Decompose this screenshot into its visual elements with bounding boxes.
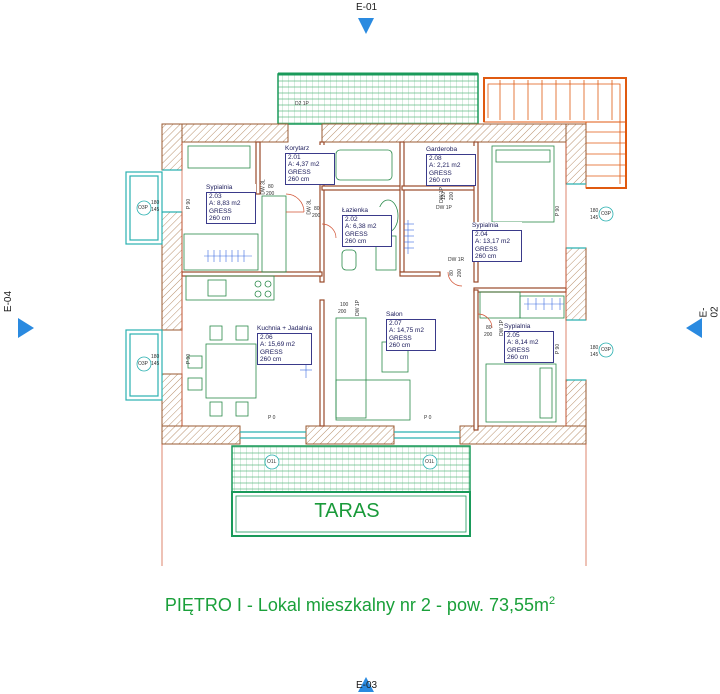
room-name: Sypialnia (206, 184, 233, 191)
dimension: 100 (340, 302, 349, 308)
dimension: 200 (338, 309, 347, 315)
elevation-label-right: E-02 (698, 306, 720, 318)
room-name: Kuchnia + Jadalnia (257, 325, 313, 332)
window-code: O1L (425, 459, 435, 465)
dimension: 145 (590, 352, 599, 358)
window-code: O3P (601, 347, 612, 353)
dimension: 120 (441, 191, 448, 201)
dimension: P 90 (186, 353, 193, 365)
dimension: 200 (266, 191, 275, 197)
elevation-label-bottom: E-03 (356, 680, 378, 691)
inner-walls (181, 141, 567, 431)
dimension: P 90 (555, 343, 562, 355)
terrace-label: TARAS (314, 500, 380, 522)
door-label: DW 1R (448, 257, 465, 263)
elevation-label-top: E-01 (356, 2, 378, 13)
door-swings (285, 167, 493, 329)
dimension: 80 (314, 206, 320, 212)
room-name: Sypialnia (504, 323, 531, 330)
dimension: 80 (448, 270, 455, 276)
window-code: O1L (267, 459, 277, 465)
dimension: 145 (151, 361, 160, 367)
elevation-marker-bottom (358, 677, 374, 692)
dimension: 180 (151, 354, 160, 360)
dimension: 200 (457, 268, 464, 278)
room-name: Garderoba (426, 146, 458, 153)
window-code: O3P (138, 205, 149, 211)
dimension: 200 (484, 332, 493, 338)
dimension: 180 (151, 200, 160, 206)
dimension: 80 (486, 325, 492, 331)
dimension: 145 (151, 207, 160, 213)
dimension: 200 (312, 213, 321, 219)
dimension: 180 (590, 208, 599, 214)
elevation-marker-left (18, 318, 34, 338)
guide-lines (161, 142, 587, 566)
dimension: P 0 (424, 415, 432, 421)
room-name: Salon (386, 311, 403, 318)
window-code: O3P (601, 211, 612, 217)
door-label: D2 1P (295, 101, 309, 107)
room-name: Korytarz (285, 145, 310, 152)
dimension: 145 (590, 215, 599, 221)
staircase (483, 77, 627, 189)
door-label: DW 1P (498, 320, 505, 336)
dimension: P 90 (186, 198, 193, 210)
elevation-marker-right (686, 318, 702, 338)
door-label: DW 1P (436, 205, 452, 211)
elevation-label-left: E-04 (3, 290, 15, 313)
window-code: O3P (138, 361, 149, 367)
dimension: P 0 (268, 415, 276, 421)
elevation-marker-top (358, 18, 374, 34)
room-name: Sypialnia (472, 222, 499, 229)
window-symbols (136, 200, 614, 470)
windows (125, 169, 586, 439)
top-balcony (277, 72, 479, 125)
dimension: P 90 (555, 205, 562, 217)
dimension: 80 (268, 184, 274, 190)
plan-title: PIĘTRO I - Lokal mieszkalny nr 2 - pow. … (164, 595, 556, 615)
dimension: 200 (449, 191, 456, 201)
door-label: DW 1P (354, 300, 361, 316)
dimension: 180 (590, 345, 599, 351)
room-name: Łazienka (342, 207, 369, 214)
